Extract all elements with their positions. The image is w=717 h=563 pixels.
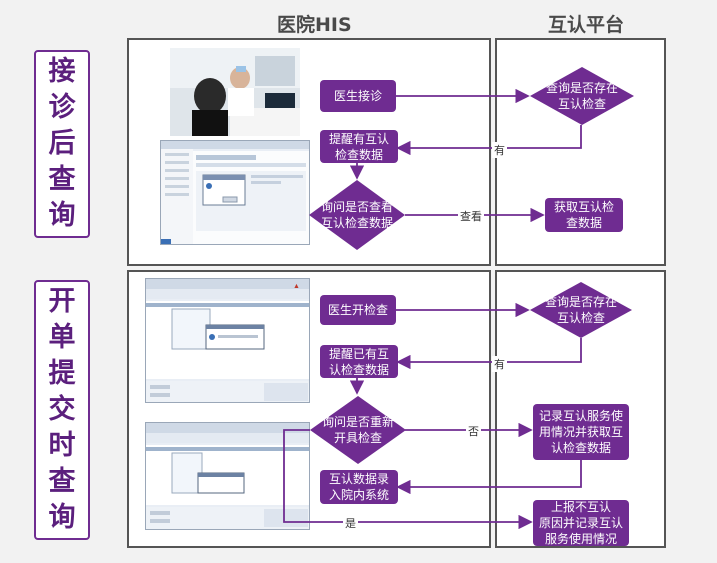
bottom-section-label-char: 交 (48, 394, 76, 425)
report-reason-box: 上报不互认 原因并记录互认 服务使用情况 (533, 500, 629, 546)
query-exists-text-bottom: 查询是否存在 互认检查 (544, 295, 617, 325)
bottom-section-label-char: 提 (48, 358, 76, 389)
bottom-section-label-char: 单 (48, 322, 76, 353)
get-data-box: 获取互认检 查数据 (545, 198, 623, 232)
bottom-section-label-char: 询 (48, 502, 76, 533)
consultation-photo (170, 48, 300, 136)
bottom-section-label-char: 开 (48, 286, 76, 317)
svg-text:▲: ▲ (293, 283, 300, 290)
his-screenshot-bottom (145, 422, 310, 530)
query-exists-diamond-top (530, 67, 634, 125)
edge-label-yes-bottom: 有 (492, 356, 507, 372)
ask-reopen-text: 询问是否重新 开具检查 (321, 415, 394, 445)
bottom-section-label-char: 查 (48, 466, 76, 497)
top-section-label-char: 接 (48, 56, 76, 87)
ask-reopen-diamond (310, 396, 406, 464)
remind-box-top: 提醒有互认 检查数据 (320, 130, 398, 163)
section-label-after-visit: 接诊后查询 (34, 50, 90, 238)
enter-data-box: 互认数据录 入院内系统 (320, 470, 398, 504)
record-usage-box: 记录互认服务使 用情况并获取互 认检查数据 (533, 404, 629, 460)
query-exists-diamond-bottom (530, 282, 632, 338)
platform-column-header: 互认平台 (548, 14, 625, 36)
ask-view-text: 询问是否查看 互认检查数据 (320, 200, 393, 230)
section-label-order-submit: 开单提交时查询 (34, 280, 90, 540)
top-section-label-char: 查 (48, 164, 76, 195)
edge-label-yes-top: 有 (492, 142, 507, 158)
his-screenshot-top (160, 140, 310, 245)
top-section-label-char: 诊 (48, 92, 76, 123)
edge-label-view: 查看 (458, 208, 484, 224)
edge-label-no: 否 (466, 423, 481, 439)
query-exists-text-top: 查询是否存在 互认检查 (545, 81, 618, 111)
his-column-header: 医院HIS (277, 14, 352, 36)
top-section-label-char: 询 (48, 200, 76, 231)
doctor-visit-box: 医生接诊 (320, 80, 396, 112)
edge-label-yes-reopen: 是 (343, 515, 358, 531)
ask-view-diamond (309, 180, 405, 250)
top-section-label-char: 后 (48, 128, 76, 159)
his-screenshot-mid: ▲ (145, 278, 310, 403)
bottom-section-label-char: 时 (48, 430, 76, 461)
remind-box-bottom: 提醒已有互 认检查数据 (320, 345, 398, 378)
doctor-order-box: 医生开检查 (320, 295, 396, 325)
